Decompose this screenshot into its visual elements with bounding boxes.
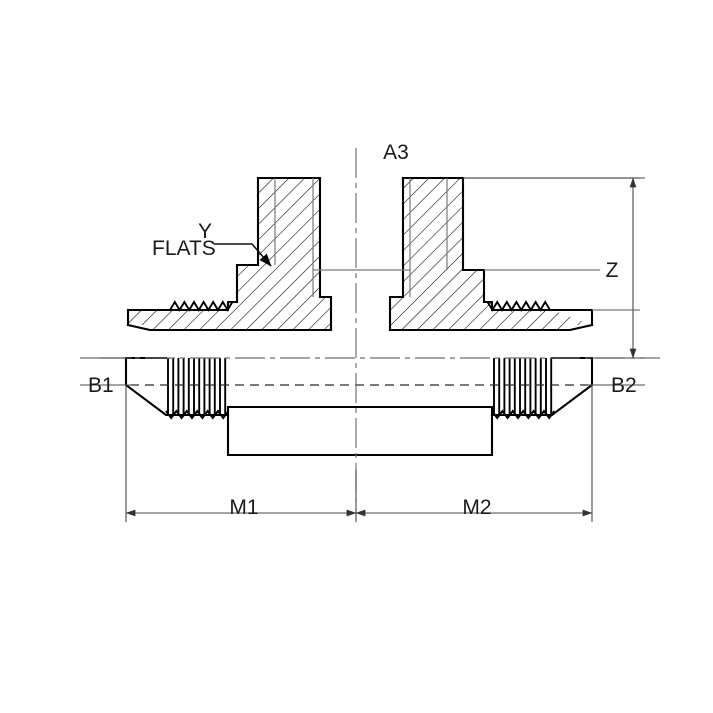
- branch-bore-left-wall: [318, 176, 333, 332]
- b1-label: B1: [88, 374, 114, 397]
- m2-label: M2: [462, 496, 491, 519]
- right-lower-face: [388, 323, 594, 332]
- branch-bore-right-wall: [388, 176, 405, 332]
- dimension-z: Z: [463, 177, 645, 359]
- z-label: Z: [606, 259, 619, 282]
- right-shank-outline: [490, 356, 594, 417]
- flats-label: FLATS: [152, 237, 216, 260]
- section-hatched-bodies: [128, 178, 592, 330]
- b2-label: B2: [611, 374, 637, 397]
- dimension-m1-m2: M1 M2: [125, 385, 593, 522]
- left-lower-face: [126, 323, 333, 332]
- left-body-hatch: [128, 178, 331, 330]
- y-label: Y: [198, 220, 212, 243]
- dimension-a3: A3: [383, 141, 409, 164]
- y-flats-leader: [214, 243, 272, 267]
- dimension-b2: B2: [588, 357, 645, 397]
- left-section-thread-zigzag: [169, 300, 234, 312]
- right-body-hatch: [390, 178, 592, 330]
- a3-label: A3: [383, 141, 409, 164]
- thread-representation: [165, 300, 556, 420]
- right-external-threads: [491, 358, 556, 420]
- hidden-detail-lines: [130, 177, 640, 386]
- run-body-outline: [226, 405, 494, 457]
- left-external-threads: [165, 358, 230, 420]
- dimension-b1: B1: [80, 357, 132, 397]
- right-section-thread-zigzag: [486, 300, 551, 312]
- left-shank-outline: [124, 356, 230, 417]
- m1-label: M1: [229, 496, 258, 519]
- centerlines: [100, 148, 660, 520]
- note-y-flats: Y FLATS: [152, 220, 272, 267]
